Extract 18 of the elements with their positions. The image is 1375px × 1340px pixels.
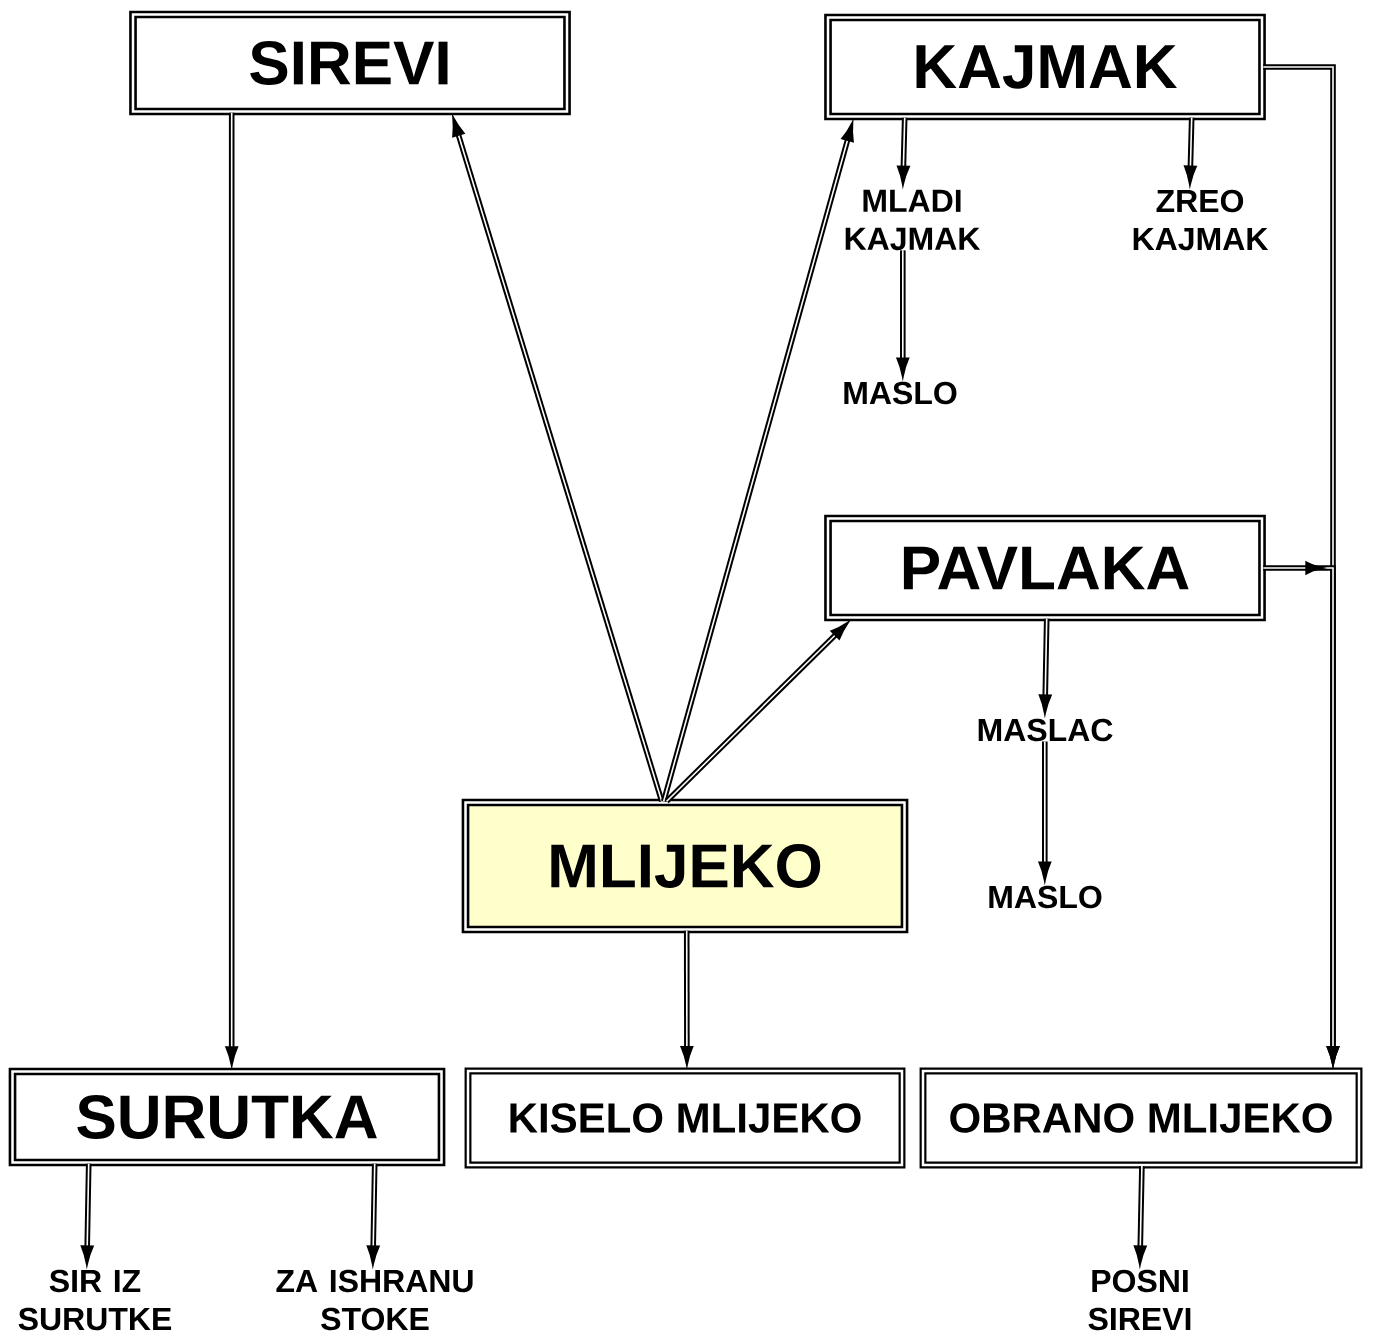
product-label: ZA ISHRANU STOKE — [276, 1269, 473, 1331]
arrow — [452, 116, 665, 802]
product-label: SIR IZ SURUTKE — [18, 1269, 172, 1331]
arrow — [664, 621, 849, 804]
product-box: OBRANO MLIJEKO — [919, 1067, 1363, 1169]
arrow — [661, 121, 854, 802]
product-box: KAJMAK — [824, 13, 1266, 121]
product-label: POSNI SIREVI — [1088, 1269, 1191, 1331]
product-label: MASLO — [844, 381, 957, 405]
product-label: MASLAC — [978, 718, 1113, 742]
product-label: MASLO — [989, 885, 1102, 909]
product-box: KISELO MLIJEKO — [464, 1067, 906, 1169]
main-product-box: MLIJEKO — [461, 798, 909, 934]
product-label: MLADI KAJMAK — [845, 189, 981, 251]
product-label: ZREO KAJMAK — [1133, 189, 1269, 251]
product-box: SURUTKA — [8, 1067, 446, 1167]
product-box: PAVLAKA — [824, 514, 1266, 622]
product-box: SIREVI — [129, 10, 571, 116]
